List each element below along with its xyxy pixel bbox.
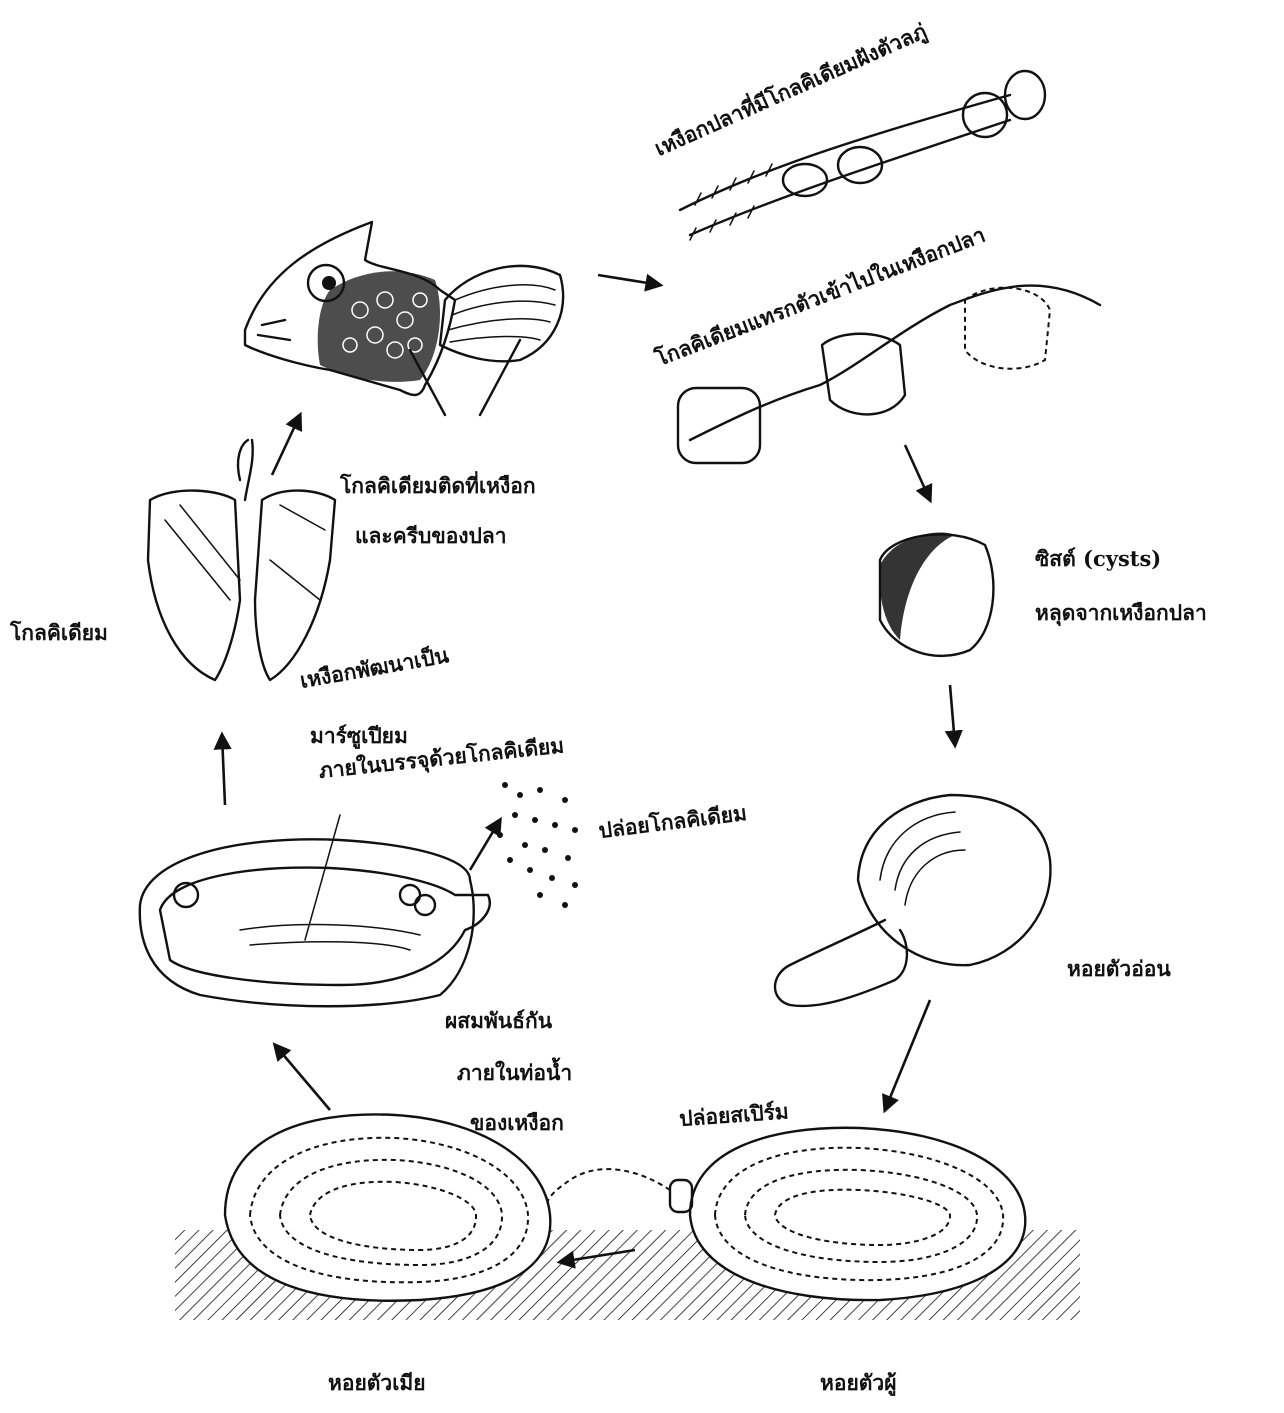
open-mussel-illustration bbox=[140, 815, 490, 1006]
label-cysts-line1: ซิสต์ (cysts) bbox=[1035, 548, 1161, 569]
label-fertilize-line2: ภายในท่อน้ำ bbox=[457, 1062, 572, 1083]
juvenile-mussel-illustration bbox=[775, 795, 1050, 1006]
female-mussel-illustration bbox=[225, 1114, 550, 1300]
label-fertilize-line3: ของเหงือก bbox=[470, 1112, 564, 1133]
label-male-mussel: หอยตัวผู้ bbox=[820, 1372, 897, 1393]
released-glochidia-dots bbox=[497, 782, 578, 908]
label-glochidium: โกลคิเดียม bbox=[10, 622, 108, 643]
fish-head-illustration bbox=[245, 222, 563, 415]
glochidium-illustration bbox=[148, 440, 335, 680]
label-female-mussel: หอยตัวเมีย bbox=[328, 1372, 426, 1393]
label-glochidia-attach-line1: โกลคิเดียมติดที่เหงือก bbox=[340, 475, 536, 496]
cyst-illustration bbox=[880, 533, 994, 656]
gill-filament-illustration bbox=[680, 71, 1045, 240]
label-glochidia-attach-line2: และครีบของปลา bbox=[355, 525, 507, 546]
label-gill-develops-line2: มาร์ซูเปียม bbox=[310, 725, 408, 746]
label-fertilize-line1: ผสมพันธ์กัน bbox=[445, 1010, 552, 1031]
label-juvenile-mussel: หอยตัวอ่อน bbox=[1067, 958, 1171, 979]
label-cysts-line2: หลุดจากเหงือกปลา bbox=[1035, 602, 1207, 623]
sperm-stream bbox=[547, 1169, 670, 1205]
